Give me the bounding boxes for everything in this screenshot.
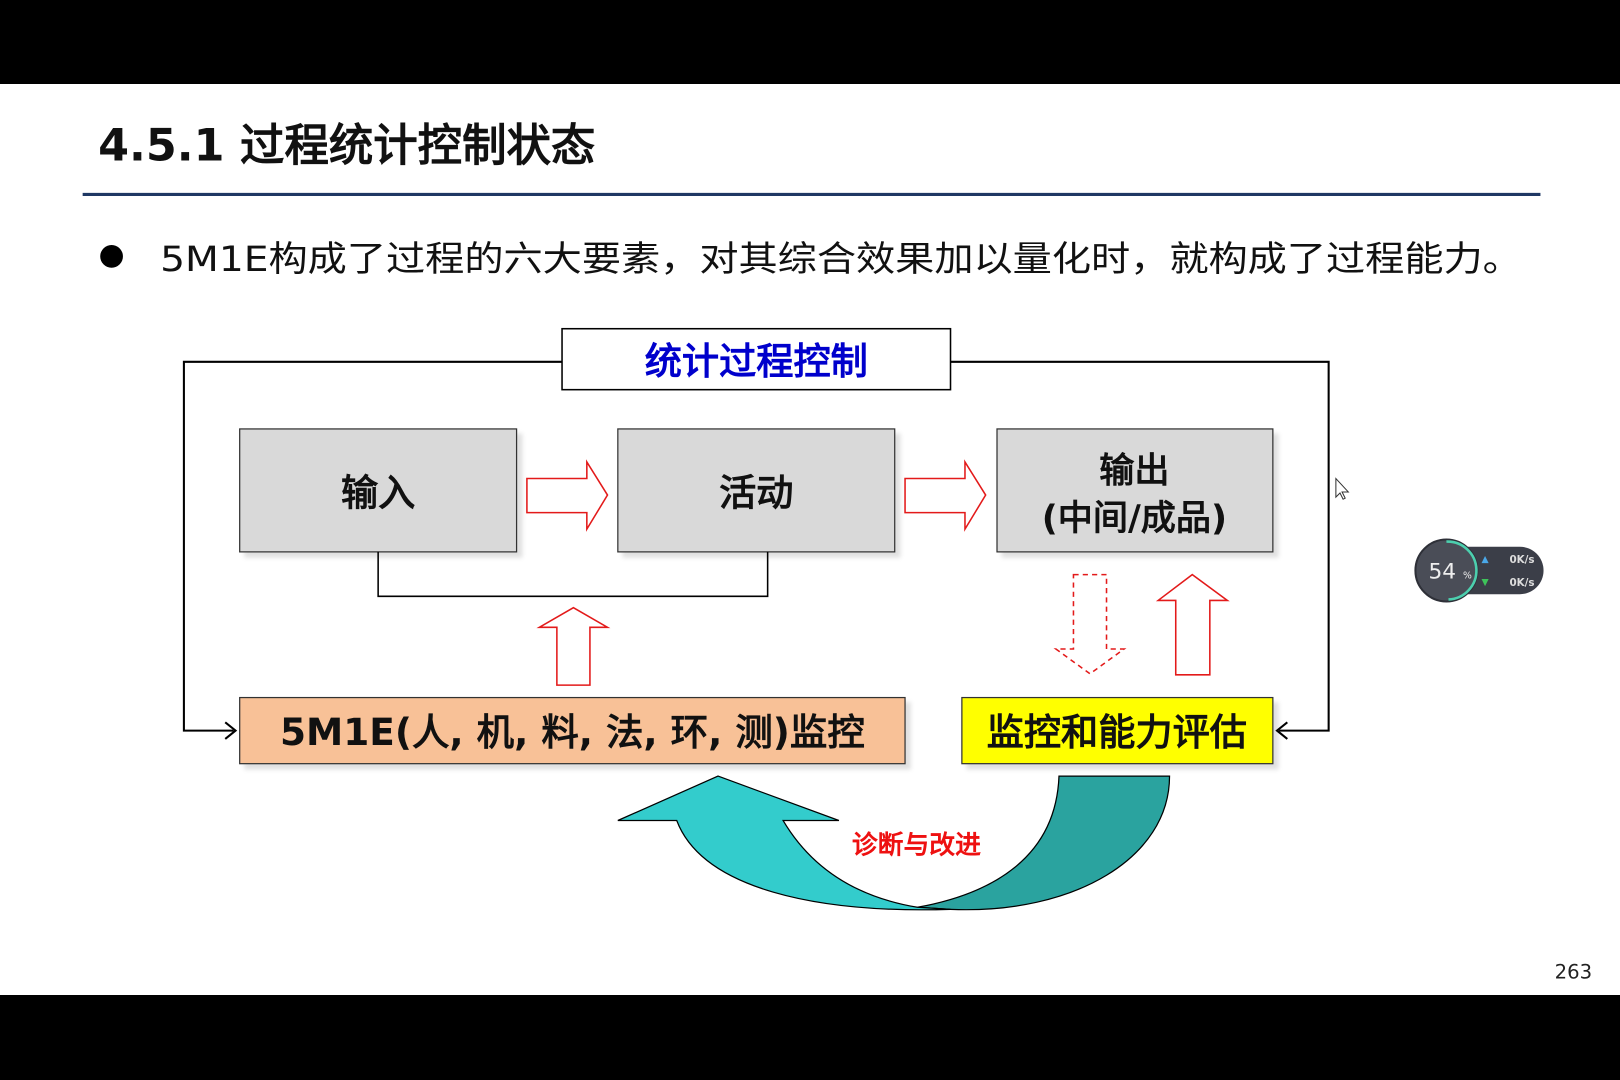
arrow-right-icon <box>526 459 609 532</box>
output-label-2: (中间/成品) <box>1042 498 1227 539</box>
activity-label: 活动 <box>719 470 793 514</box>
bullet-text: 5M1E构成了过程的六大要素，对其综合效果加以量化时，就构成了过程能力。 <box>160 239 1522 280</box>
5m1e-monitor-box <box>239 696 906 765</box>
output-label-1: 输出 <box>1099 451 1169 492</box>
curved-arrow-dark-icon <box>917 775 1171 911</box>
cpu-gauge-arc <box>1446 540 1478 601</box>
output-box <box>996 428 1274 553</box>
improve-label: 诊断与改进 <box>852 830 981 861</box>
activity-box <box>617 428 896 553</box>
bracket-line <box>377 551 769 598</box>
download-icon: ▼ <box>1482 577 1490 588</box>
arrowhead-left <box>224 721 238 740</box>
arrow-right-icon <box>904 459 987 532</box>
mouse-cursor-icon <box>1335 477 1350 500</box>
evaluation-box <box>961 696 1274 765</box>
arrow-up-icon <box>1155 573 1230 676</box>
input-box <box>239 428 518 553</box>
slide-title: 4.5.1 过程统计控制状态 <box>98 120 595 171</box>
arrow-up-icon <box>536 606 611 686</box>
evaluation-label: 监控和能力评估 <box>987 710 1247 754</box>
frame-title: 统计过程控制 <box>645 339 868 383</box>
download-speed: 0K/s <box>1509 577 1534 589</box>
bullet-icon <box>100 245 123 268</box>
5m1e-monitor-label: 5M1E(人, 机, 料, 法, 环, 测)监控 <box>280 710 865 754</box>
system-monitor-widget[interactable]: 54 % ▲ ▼ 0K/s 0K/s <box>1414 538 1544 603</box>
arrow-down-dashed-icon <box>1053 573 1127 675</box>
feedback-line-right <box>950 360 1330 732</box>
upload-icon: ▲ <box>1482 554 1490 565</box>
cpu-percent: 54 <box>1428 560 1456 585</box>
upload-speed: 0K/s <box>1509 554 1534 566</box>
feedback-line-left <box>182 360 563 732</box>
page-number: 263 <box>1555 961 1592 984</box>
cpu-percent-sign: % <box>1463 571 1472 582</box>
frame-title-box <box>561 327 952 391</box>
input-label: 输入 <box>341 470 415 514</box>
curved-arrow-light-icon <box>617 775 951 911</box>
arrowhead-right <box>1275 721 1288 740</box>
